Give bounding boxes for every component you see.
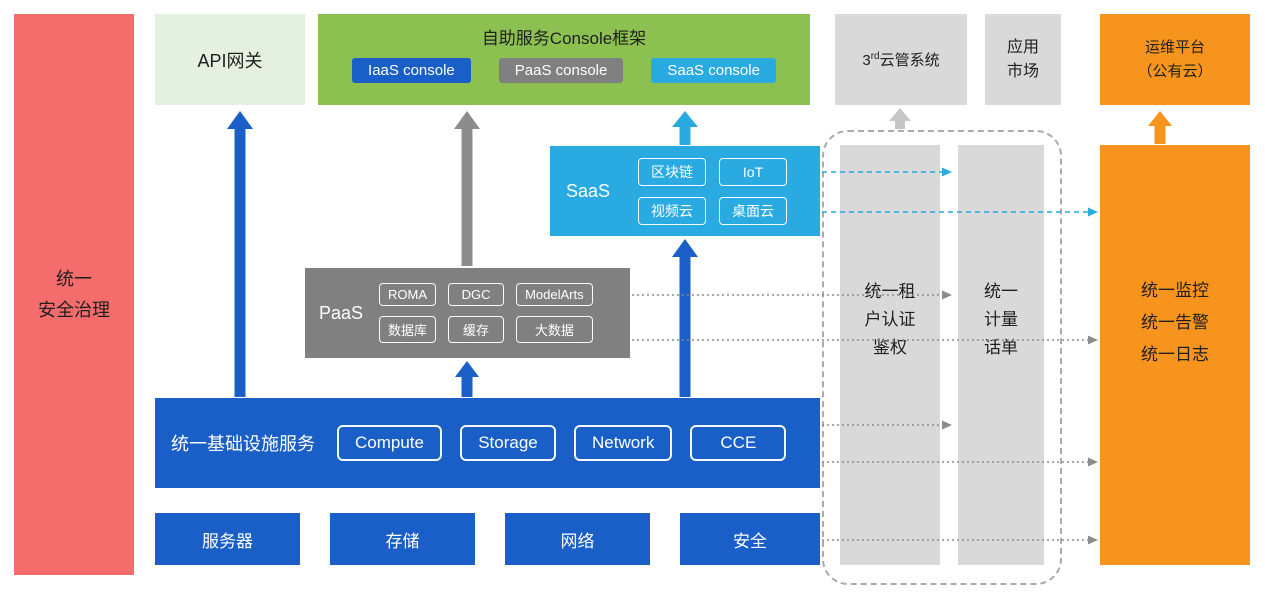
blockchain-chip: 区块链 [638, 157, 707, 186]
security-hw-label: 安全 [733, 531, 767, 551]
roma-chip: ROMA [379, 283, 437, 306]
api-gateway-label: API网关 [197, 50, 263, 71]
third-party-cloud-label: 3rd云管系统 [862, 51, 940, 69]
dgc-chip: DGC [448, 283, 505, 306]
modelarts-chip: ModelArts [516, 283, 593, 306]
saas-chip-grid: 区块链 IoT 视频云 桌面云 [638, 157, 788, 225]
app-market-label: 应用 市场 [1006, 38, 1039, 80]
ops-platform-box: 运维平台 （公有云） [1100, 14, 1250, 105]
infra-to-paas-arrow [455, 361, 479, 397]
tenant-auth-column: 统一租 户认证 鉴权 [840, 145, 940, 565]
iot-chip: IoT [719, 157, 788, 186]
network-label: 网络 [560, 531, 595, 551]
monitoring-to-ops-arrow [1148, 111, 1172, 144]
metering-label: 统一 计量 话单 [984, 281, 1018, 358]
infrastructure-box: 统一基础设施服务 Compute Storage Network CCE [155, 398, 820, 488]
shared-services-container [822, 130, 1062, 585]
console-framework-box: 自助服务Console框架 IaaS console PaaS console … [318, 14, 810, 105]
video-cloud-chip: 视频云 [638, 196, 707, 225]
paas-label: PaaS [319, 302, 364, 323]
security-governance-bar: 统一 安全治理 [14, 14, 134, 575]
network-box: 网络 [505, 513, 650, 565]
shared-to-third-cloud-arrow [889, 108, 911, 129]
third-party-cloud-mgmt-box: 3rd云管系统 [835, 14, 967, 105]
storage-chip: Storage [459, 425, 556, 461]
infrastructure-chip-row: Compute Storage Network CCE [337, 425, 787, 461]
security-governance-label: 统一 安全治理 [38, 268, 110, 320]
database-chip: 数据库 [379, 316, 437, 343]
compute-chip: Compute [337, 425, 442, 461]
server-label: 服务器 [202, 531, 253, 551]
monitoring-label: 统一监控 统一告警 统一日志 [1141, 280, 1209, 365]
metering-column: 统一 计量 话单 [958, 145, 1044, 565]
saas-box: SaaS 区块链 IoT 视频云 桌面云 [550, 146, 820, 236]
console-chip-row: IaaS console PaaS console SaaS console [352, 58, 776, 83]
tenant-auth-label: 统一租 户认证 鉴权 [864, 281, 916, 358]
monitoring-box: 统一监控 统一告警 统一日志 [1100, 145, 1250, 565]
infrastructure-label: 统一基础设施服务 [171, 434, 315, 454]
security-hw-box: 安全 [680, 513, 820, 565]
saas-label: SaaS [566, 180, 611, 201]
bigdata-chip: 大数据 [516, 316, 593, 343]
cache-chip: 缓存 [448, 316, 505, 343]
storage-label: 存储 [385, 531, 420, 551]
network-chip: Network [573, 425, 673, 461]
paas-chip-grid: ROMA DGC ModelArts 数据库 缓存 大数据 [379, 283, 593, 343]
api-gateway-box: API网关 [155, 14, 305, 105]
ops-platform-label: 运维平台 （公有云） [1137, 39, 1213, 80]
paas-box: PaaS ROMA DGC ModelArts 数据库 缓存 大数据 [305, 268, 630, 358]
console-framework-title: 自助服务Console框架 [481, 29, 647, 48]
paas-console-chip: PaaS console [498, 58, 624, 83]
infra-to-api-arrow [227, 111, 253, 397]
iaas-console-chip: IaaS console [352, 58, 471, 83]
infra-to-saas-arrow [672, 239, 698, 397]
paas-to-console-arrow [454, 111, 480, 266]
desktop-cloud-chip: 桌面云 [719, 196, 788, 225]
app-market-box: 应用 市场 [985, 14, 1061, 105]
server-box: 服务器 [155, 513, 300, 565]
storage-box: 存储 [330, 513, 475, 565]
saas-console-chip: SaaS console [651, 58, 776, 83]
cce-chip: CCE [690, 425, 787, 461]
saas-to-console-arrow [672, 111, 698, 145]
